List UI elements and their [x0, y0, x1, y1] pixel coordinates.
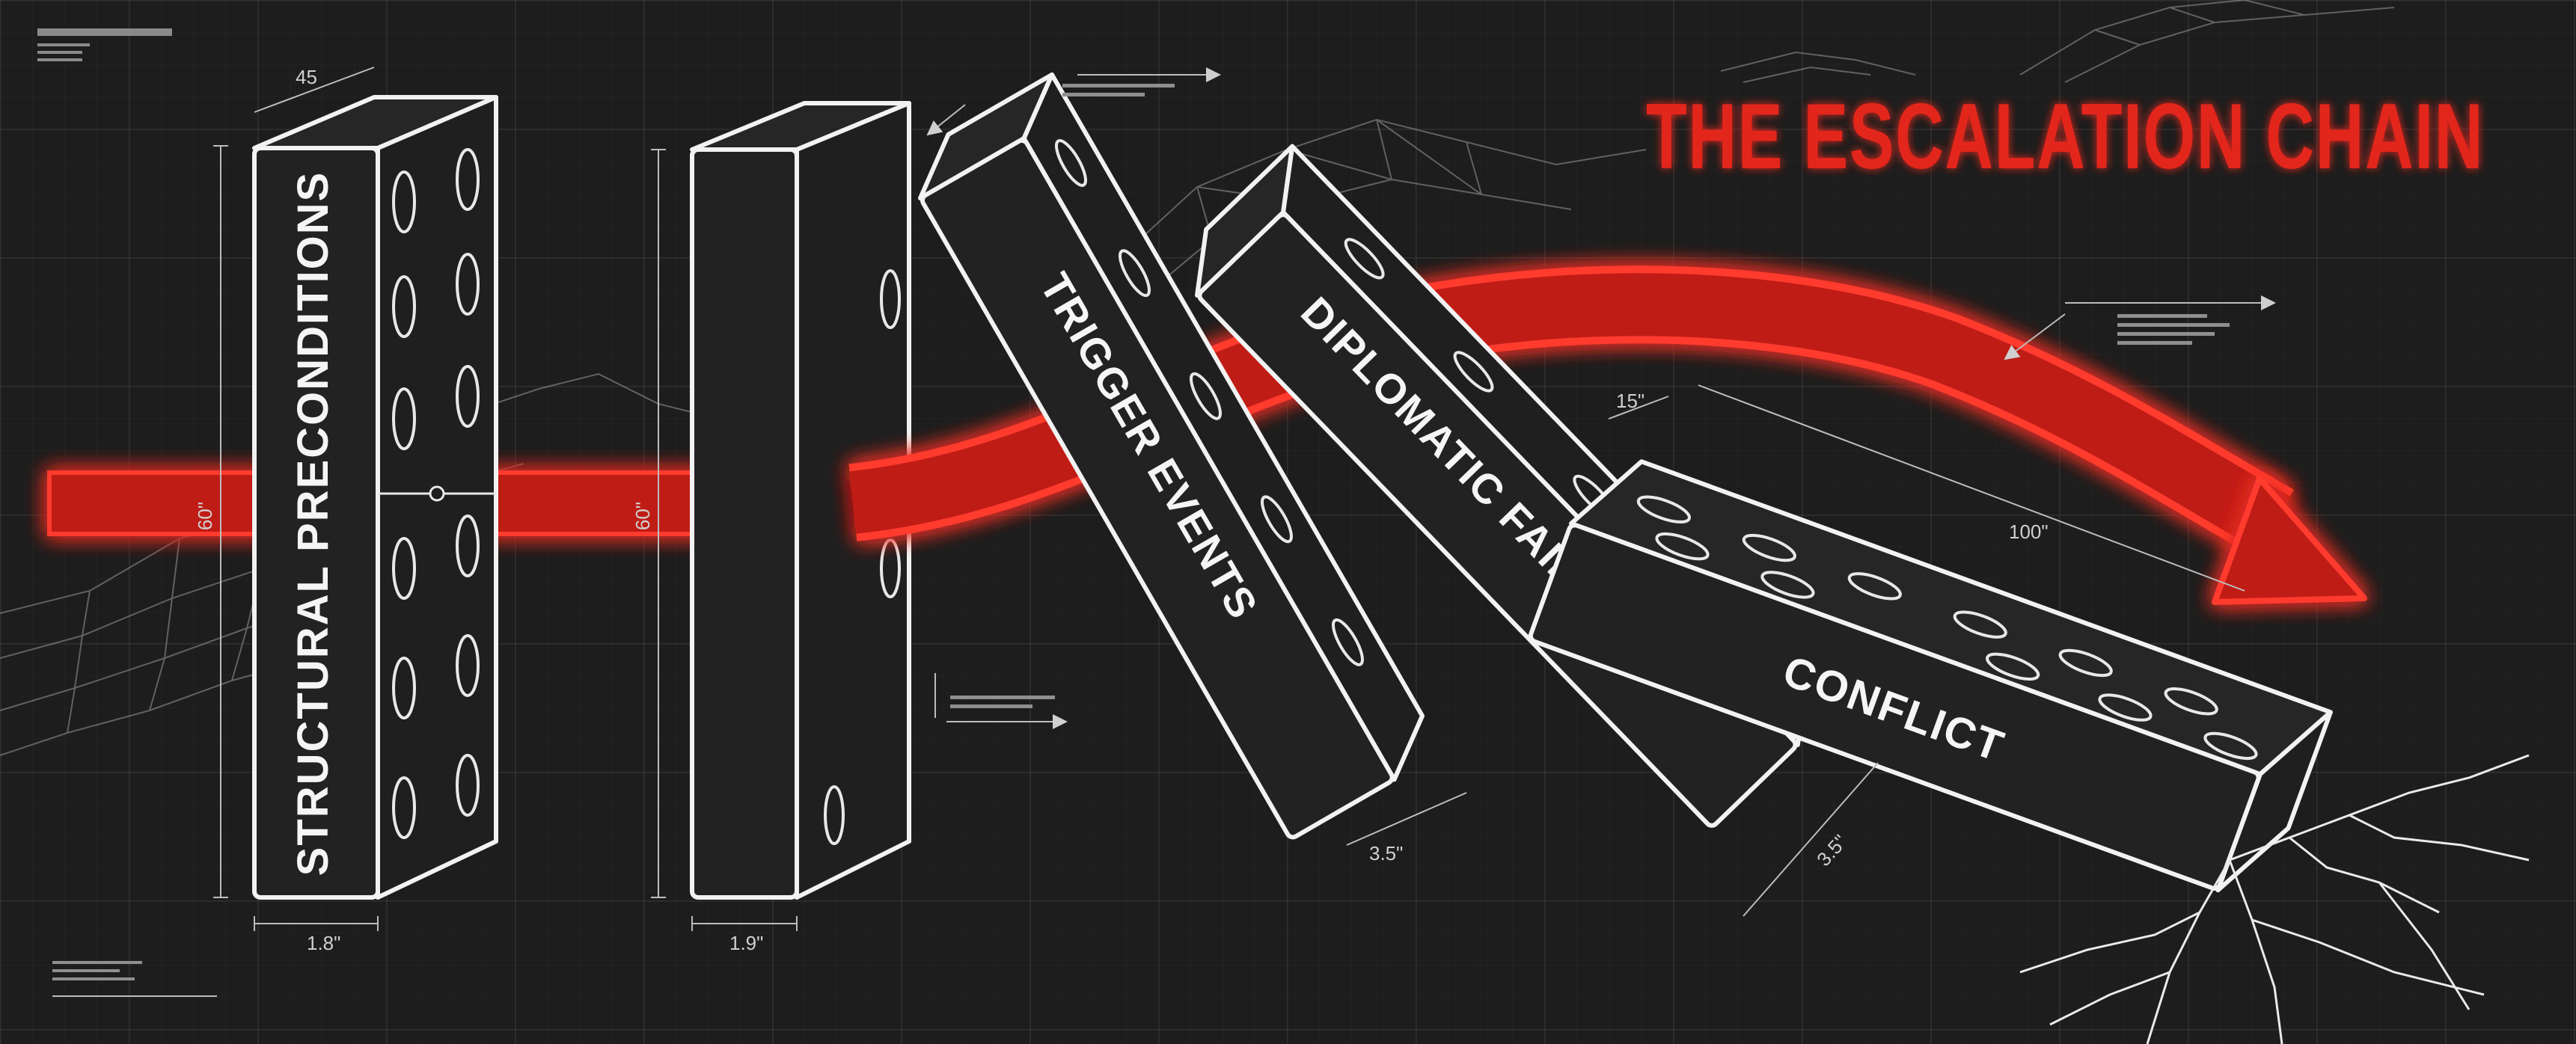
domino-structural-preconditions: STRUCTURAL PRECONDITIONS [254, 97, 496, 897]
dim-d1-height: 60" [194, 502, 216, 530]
dim-d1-top: 45 [296, 66, 317, 88]
dim-d3-width: 3.5" [1369, 842, 1403, 865]
dim-d2-width: 1.9" [729, 932, 763, 954]
domino-label-structural-preconditions: STRUCTURAL PRECONDITIONS [289, 171, 337, 876]
dim-d5-length: 100" [2009, 521, 2049, 543]
dim-d4-top: 15" [1616, 390, 1645, 412]
dim-d2-height: 60" [631, 502, 654, 530]
dim-d5-width: 3.5" [1812, 830, 1852, 870]
header-barcode-decoration [37, 28, 172, 61]
diagram-title: THE ESCALATION CHAIN [1646, 85, 2484, 188]
dim-d1-width: 1.8" [307, 932, 340, 954]
